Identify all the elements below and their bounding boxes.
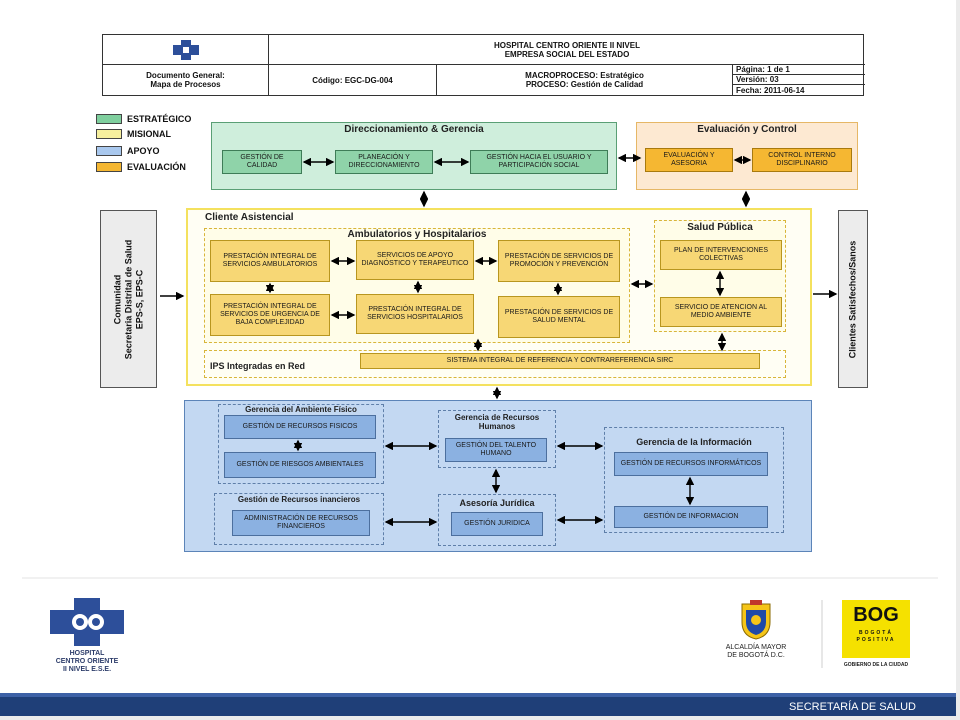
macroprocess-label: MACROPROCESO: Estratégico: [525, 71, 644, 80]
bogota-positiva-logo: BOG BOGOTÁ POSITIVA: [842, 600, 910, 658]
header-code: Código: EGC-DG-004: [269, 65, 437, 95]
evaluation-title: Evaluación y Control: [697, 124, 797, 135]
doc-code: Código: EGC-DG-004: [312, 75, 393, 85]
hospital-footer-name: HOSPITAL CENTRO ORIENTE II NIVEL E.S.E.: [40, 650, 134, 674]
header-logo-cell: [103, 35, 269, 65]
strategic-title: Direccionamiento & Gerencia: [344, 124, 484, 135]
process-label: PROCESO: Gestión de Calidad: [525, 80, 644, 89]
mental-health-box: PRESTACIÓN DE SERVICIOS DE SALUD MENTAL: [498, 296, 620, 338]
alcaldia-line2: DE BOGOTÁ D.C.: [727, 652, 785, 659]
client-assistance-title: Cliente Asistencial: [205, 212, 294, 223]
ambulatory-title: Ambulatorios y Hospitalarios: [347, 229, 487, 240]
evaluation-advisory-box: EVALUACIÓN Y ASESORIA: [645, 148, 733, 172]
output-clients-box: Clientes Satisfechos/Sanos: [838, 210, 868, 388]
hospital-name-line1: HOSPITAL CENTRO ORIENTE II NIVEL: [494, 40, 640, 50]
header-date: Fecha: 2011-06-14: [733, 85, 865, 95]
header-version: Versión: 03: [733, 75, 865, 85]
environment-service-box: SERVICIO DE ATENCION AL MEDIO AMBIENTE: [660, 297, 782, 327]
page-number: Página: 1 de 1: [736, 65, 790, 74]
quality-management-box: GESTIÓN DE CALIDAD: [222, 150, 302, 174]
footer-bar: SECRETARÍA DE SALUD: [0, 693, 956, 720]
internal-control-box: CONTROL INTERNO DISCIPLINARIO: [752, 148, 852, 172]
public-health-title: Salud Pública: [687, 222, 753, 233]
emergency-services-box: PRESTACIÓN INTEGRAL DE SERVICIOS DE URGE…: [210, 294, 330, 336]
header-page: Página: 1 de 1: [733, 65, 865, 75]
hospital-logo-icon: [172, 39, 199, 60]
version-number: Versión: 03: [736, 75, 779, 84]
legend-label-missional: MISIONAL: [127, 129, 171, 139]
hospital-footer-logo: [50, 598, 124, 646]
legend-label-strategic: ESTRATÉGICO: [127, 114, 192, 124]
bog-logo-text: BOG: [853, 604, 899, 626]
doc-type-line1: Documento General:: [146, 71, 225, 80]
document-date: Fecha: 2011-06-14: [736, 85, 805, 95]
planning-direction-box: PLANEACIÓN Y DIRECCIONAMIENTO: [335, 150, 433, 174]
legal-group: [438, 494, 556, 546]
legend-swatch-strategic: [96, 114, 122, 124]
financial-admin-box: ADMINISTRACIÓN DE RECURSOS FINANCIEROS: [232, 510, 370, 536]
human-resources-group: [438, 410, 556, 468]
hco-line2: CENTRO ORIENTE: [55, 658, 119, 665]
physical-environment-title: Gerencia del Ambiente Físico: [245, 405, 357, 414]
environmental-risks-box: GESTIÓN DE RIESGOS AMBIENTALES: [224, 452, 376, 478]
header-doc-type: Documento General: Mapa de Procesos: [103, 65, 269, 95]
information-management-box: GESTIÓN DE INFORMACION: [614, 506, 768, 528]
bog-sub3: GOBIERNO DE LA CIUDAD: [843, 662, 909, 668]
bog-sub1: BOGOTÁ: [859, 630, 893, 636]
information-group: [604, 427, 784, 533]
hospital-services-box: PRESTACIÓN INTEGRAL DE SERVICIOS HOSPITA…: [356, 294, 474, 334]
hco-logo-icon: [50, 598, 124, 646]
footer-strip: [0, 693, 956, 697]
sirc-box: SISTEMA INTEGRAL DE REFERENCIA Y CONTRAR…: [360, 353, 760, 369]
secretaria-label: SECRETARÍA DE SALUD: [789, 701, 916, 713]
ips-group: [204, 350, 786, 378]
physical-resources-box: GESTIÓN DE RECURSOS FISICOS: [224, 415, 376, 439]
alcaldia-line1: ALCALDÍA MAYOR: [725, 644, 787, 651]
legal-title: Asesoría Jurídica: [459, 498, 535, 508]
legend-swatch-support: [96, 146, 122, 156]
human-resources-title: Gerencia de Recursos Humanos: [454, 413, 540, 431]
bog-sub2: POSITIVA: [856, 637, 896, 643]
doc-type-line2: Mapa de Procesos: [150, 80, 221, 89]
ips-title: IPS Integradas en Red: [210, 361, 306, 371]
legend-label-support: APOYO: [127, 146, 160, 156]
hco-line1: HOSPITAL: [69, 650, 105, 657]
legend-label-evaluation: EVALUACIÓN: [127, 162, 186, 172]
bogota-coat-of-arms-icon: [741, 600, 771, 640]
physical-environment-group: [218, 404, 384, 484]
user-participation-box: GESTIÓN HACIA EL USUARIO Y PARTICIPACIÓN…: [470, 150, 608, 174]
alcaldia-name: ALCALDÍA MAYOR DE BOGOTÁ D.C.: [712, 644, 800, 660]
promotion-prevention-box: PRESTACIÓN DE SERVICIOS DE PROMOCIÓN Y P…: [498, 240, 620, 282]
financial-group: [214, 493, 384, 545]
ambulatory-services-box: PRESTACIÓN INTEGRAL DE SERVICIOS AMBULAT…: [210, 240, 330, 282]
information-title: Gerencia de la Información: [636, 437, 752, 447]
it-resources-box: GESTIÓN DE RECURSOS INFORMÁTICOS: [614, 452, 768, 476]
legal-management-box: GESTIÓN JURIDICA: [451, 512, 543, 536]
header-hospital-name: HOSPITAL CENTRO ORIENTE II NIVEL EMPRESA…: [269, 35, 865, 65]
alcaldia-shield: [740, 600, 772, 640]
header-process: MACROPROCESO: Estratégico PROCESO: Gesti…: [437, 65, 733, 95]
talent-management-box: GESTIÓN DEL TALENTO HUMANO: [445, 438, 547, 462]
diagnostic-support-box: SERVICIOS DE APOYO DIAGNÓSTICO Y TERAPEU…: [356, 240, 474, 280]
legend-swatch-evaluation: [96, 162, 122, 172]
hco-line3: II NIVEL E.S.E.: [62, 666, 112, 673]
hospital-name-line2: EMPRESA SOCIAL DEL ESTADO: [504, 49, 630, 59]
document-header-table: HOSPITAL CENTRO ORIENTE II NIVEL EMPRESA…: [102, 34, 865, 96]
financial-title: Gestión de Recursos inancieros: [237, 495, 361, 504]
collective-interventions-box: PLAN DE INTERVENCIONES COLECTIVAS: [660, 240, 782, 270]
legend-swatch-missional: [96, 129, 122, 139]
